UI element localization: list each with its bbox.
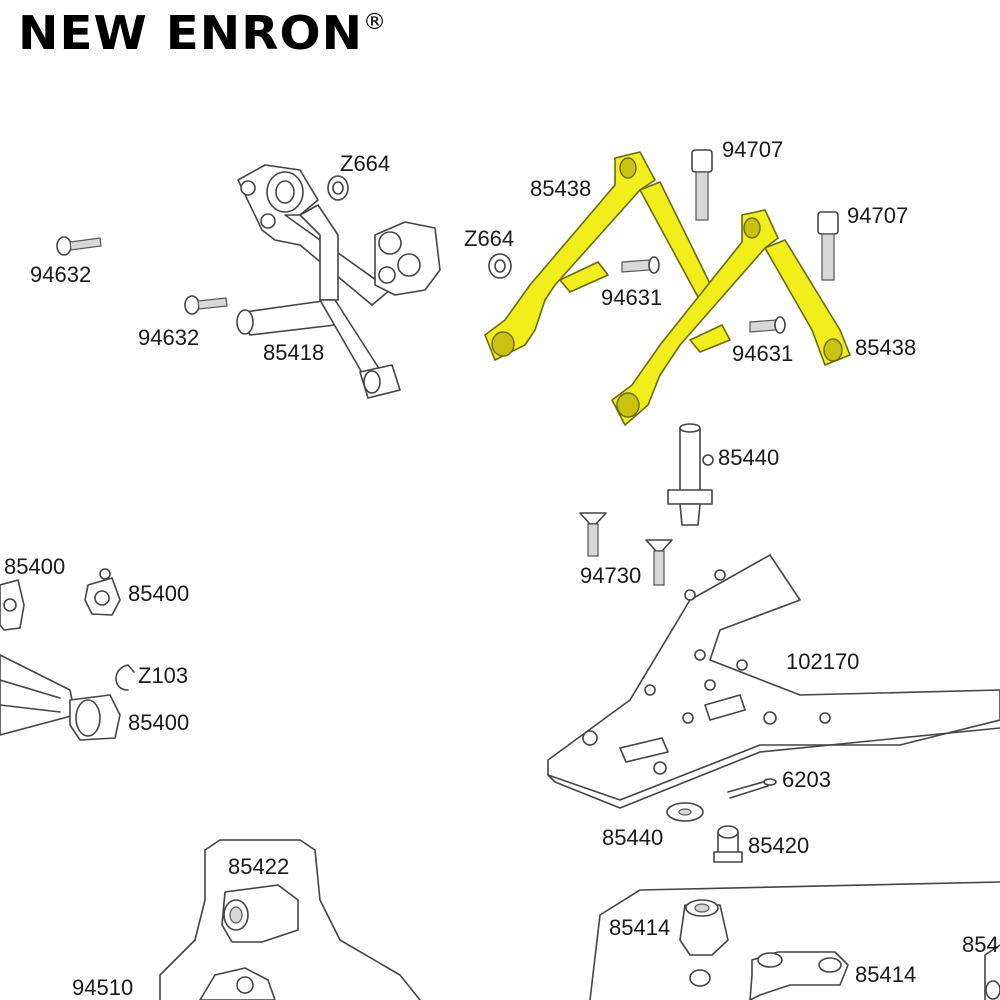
part-label-z103: Z103 [138,663,189,688]
part-854-drawing [984,944,1000,1000]
brand-name: NEW ENRON [18,6,364,60]
washer-85440-drawing [666,802,704,822]
plate-102170-drawing [547,554,1000,809]
pin-6203-drawing [727,778,777,799]
part-label-z664: Z664 [340,151,391,176]
screw-94631-drawing [621,256,660,274]
nut-z664b-drawing [488,253,512,279]
part-label-85400: 85400 [4,554,66,579]
part-label-94707b: 94707 [847,203,909,228]
part-label-85414: 85414 [609,915,671,940]
registered-mark: ® [363,10,388,35]
clip-85400-drawing [0,579,25,631]
part-label-85420: 85420 [748,833,810,858]
part-label-94631b: 94631 [732,341,794,366]
part-label-94632b: 94632 [138,325,200,350]
part-label-85438: 85438 [530,176,592,201]
part-label-6203: 6203 [782,767,831,792]
part-label-94730: 94730 [580,563,642,588]
part-label-85400c: 85400 [128,710,190,735]
arm-85438-rear-drawing [611,209,851,426]
part-label-854: 854 [962,932,999,957]
bellcrank-85414-drawing [589,881,1000,1000]
stud-85420-drawing [713,825,743,863]
part-label-94510: 94510 [72,975,134,1000]
part-label-85438b: 85438 [855,335,917,360]
part-label-94707: 94707 [722,137,784,162]
screw-94707-drawing [691,149,713,221]
screw-94632-drawing [56,236,102,256]
screw-94631b-drawing [749,316,786,334]
bracket-85418-drawing [236,164,441,399]
part-label-85422: 85422 [228,854,290,879]
part-label-85414b: 85414 [855,962,917,987]
screw-94707b-drawing [817,211,839,281]
arm-lower-left-drawing [0,654,121,741]
part-label-94632: 94632 [30,262,92,287]
part-label-85440: 85440 [718,445,780,470]
nut-z664-drawing [327,175,349,201]
screw-94730b-drawing [645,539,673,586]
clip-85400b-drawing [84,568,121,616]
part-label-94631: 94631 [601,285,663,310]
brand-logo: NEW ENRON® [18,6,387,60]
part-label-85400b: 85400 [128,581,190,606]
bellcrank-85414b-drawing [749,951,849,1000]
part-label-85440b: 85440 [602,825,664,850]
mount-85422-drawing [159,839,421,1000]
screw-94730-drawing [579,512,607,557]
part-label-z664b: Z664 [464,226,515,251]
part-label-102170: 102170 [786,649,860,674]
part-label-85418: 85418 [263,340,325,365]
clip-z103-drawing [115,664,135,691]
screw-94632b-drawing [184,295,228,315]
post-85440-drawing [667,423,714,526]
